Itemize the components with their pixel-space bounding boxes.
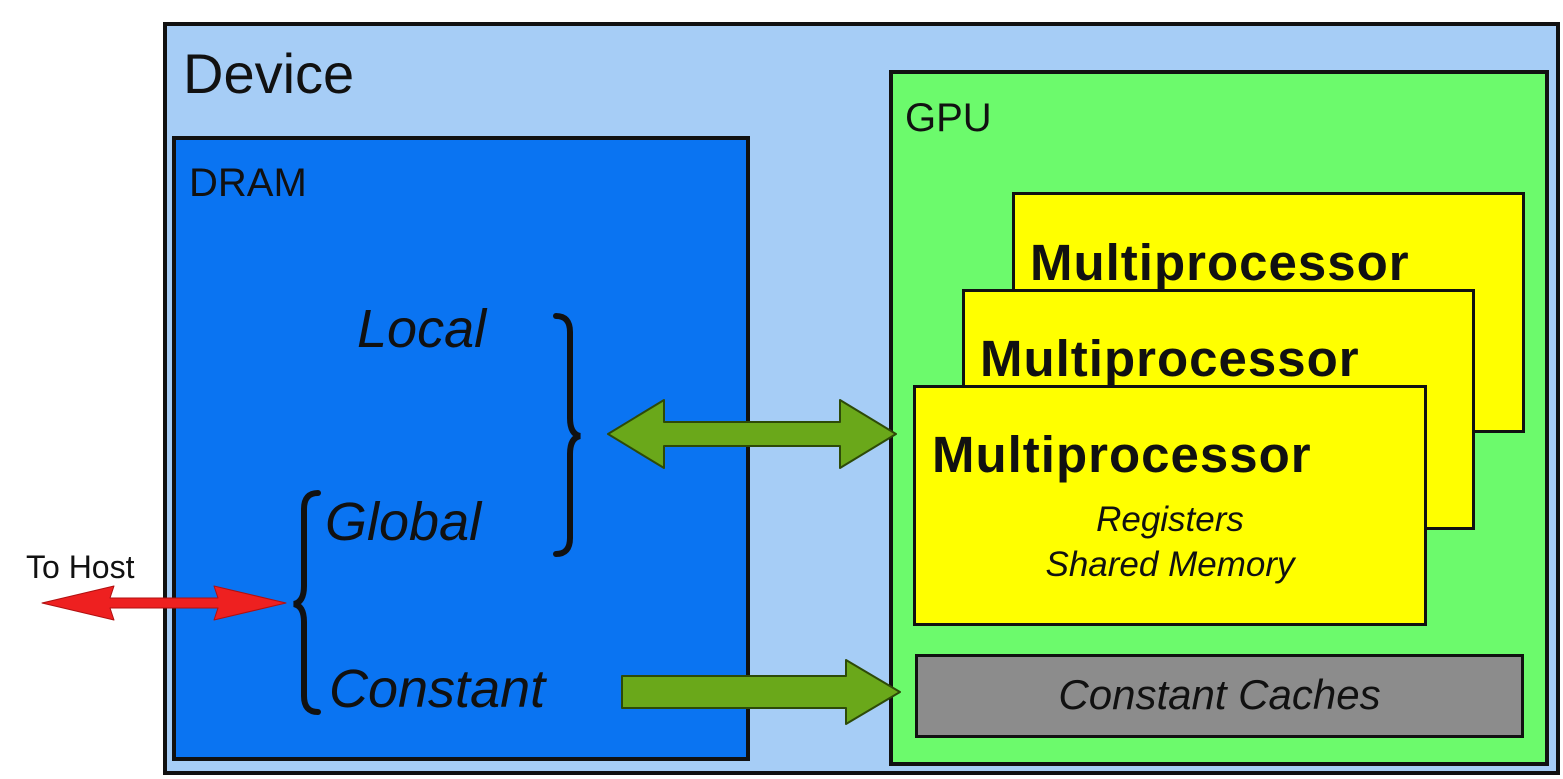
registers-label: Registers [1096,500,1244,539]
multiprocessor-label-front: Multiprocessor [932,426,1312,483]
local-memory-label: Local [357,299,487,359]
global-memory-label: Global [325,492,482,552]
constant-caches-box [915,654,1524,738]
to-host-label: To Host [26,549,135,585]
multiprocessor-label-middle: Multiprocessor [980,330,1360,387]
constant-memory-label: Constant [329,659,546,719]
multiprocessor-label-back: Multiprocessor [1030,234,1410,291]
gpu-title: GPU [905,96,992,140]
dram-title: DRAM [189,161,307,205]
shared-memory-label: Shared Memory [1045,545,1295,584]
device-title: Device [183,42,355,105]
multiprocessor-box-front [913,385,1427,626]
constant-caches-label: Constant Caches [1058,671,1381,718]
